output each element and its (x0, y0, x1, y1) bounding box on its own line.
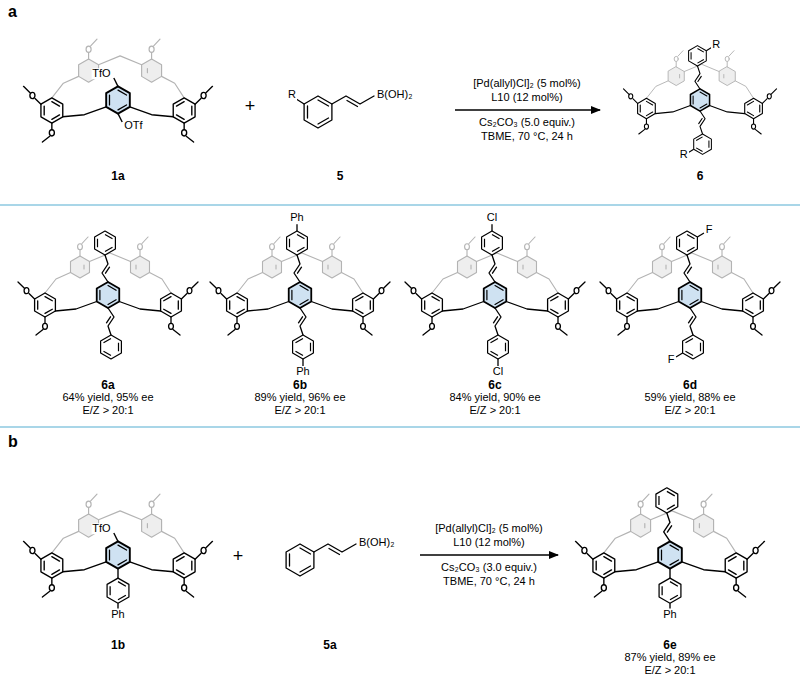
molecule (210, 224, 390, 366)
group-label: R (287, 89, 297, 101)
molecule (297, 96, 374, 128)
panel-divider (0, 426, 800, 428)
group-label: B(OH)₂ (376, 89, 413, 101)
molecule (405, 224, 585, 366)
group-label: Ph (110, 609, 125, 621)
compound-number: 1b (111, 639, 125, 652)
compound-number: 5a (323, 639, 336, 652)
condition-text: Cs₂CO₃ (3.0 equiv.) (441, 562, 537, 574)
panel-letter: b (8, 434, 18, 451)
group-label: Cl (486, 212, 498, 224)
group-label: OTf (123, 120, 143, 132)
group-label: F (667, 354, 676, 366)
compound-number: 6b (293, 379, 307, 392)
result-text: E/Z > 20:1 (644, 665, 695, 677)
panel-divider (0, 204, 800, 206)
molecule (24, 494, 213, 608)
reaction-arrow (420, 554, 558, 555)
condition-text: [Pd(allyl)Cl]₂ (5 mol%) (435, 523, 543, 535)
result-text: 64% yield, 95% ee (62, 392, 153, 404)
compound-number: 6 (697, 170, 704, 183)
compound-number: 6c (488, 379, 501, 392)
result-text: E/Z > 20:1 (82, 405, 133, 417)
group-label: TfO (91, 68, 111, 80)
result-text: E/Z > 20:1 (469, 405, 520, 417)
group-label: Cl (492, 366, 504, 378)
group-label: R (711, 39, 721, 51)
molecule (624, 46, 777, 155)
group-label: TfO (91, 523, 111, 535)
condition-text: L10 (12 mol%) (491, 92, 563, 104)
condition-text: Cs₂CO₃ (5.0 equiv.) (479, 117, 575, 129)
compound-number: 1a (111, 170, 124, 183)
result-text: 84% yield, 90% ee (449, 392, 540, 404)
result-text: 59% yield, 88% ee (644, 392, 735, 404)
result-text: E/Z > 20:1 (664, 405, 715, 417)
compound-number: 6e (663, 639, 676, 652)
molecule (24, 39, 213, 142)
reaction-arrow (455, 109, 600, 110)
group-label: Ph (662, 609, 677, 621)
group-label: F (705, 224, 714, 236)
condition-text: L10 (12 mol%) (453, 537, 525, 549)
group-label: Ph (289, 212, 304, 224)
molecule (18, 231, 198, 359)
group-label: B(OH)₂ (358, 537, 395, 549)
compound-number: 5 (337, 170, 344, 183)
molecule (286, 544, 356, 576)
result-text: 89% yield, 96% ee (254, 392, 345, 404)
compound-number: 6d (683, 379, 697, 392)
molecule (576, 488, 765, 609)
group-label: R (679, 149, 689, 161)
result-text: 87% yield, 89% ee (624, 652, 715, 664)
compound-number: 6a (101, 379, 114, 392)
condition-text: TBME, 70 °C, 24 h (443, 576, 535, 588)
panel-letter: a (8, 4, 17, 21)
molecule (600, 231, 780, 359)
condition-text: TBME, 70 °C, 24 h (481, 131, 573, 143)
plus-sign: + (233, 547, 244, 566)
result-text: E/Z > 20:1 (274, 405, 325, 417)
group-label: Ph (295, 366, 310, 378)
plus-sign: + (245, 97, 256, 116)
condition-text: [Pd(allyl)Cl]₂ (5 mol%) (473, 78, 581, 90)
